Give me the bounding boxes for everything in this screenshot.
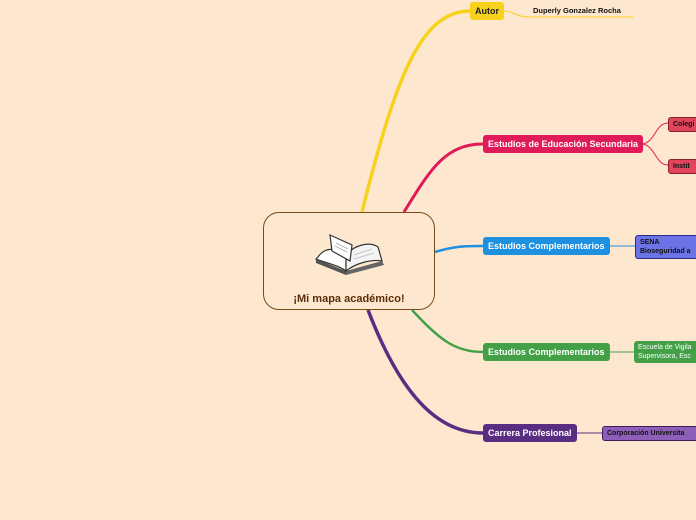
branch-secundaria[interactable]: Estudios de Educación Secundaria (483, 135, 644, 153)
branch-carrera[interactable]: Carrera Profesional (483, 424, 577, 442)
branch-autor-label: Autor (475, 6, 499, 16)
connector-autor-child (502, 10, 633, 18)
complementarios-2-child[interactable]: Escuela de Vigila Supervisora, Esc (634, 341, 696, 363)
carrera-child[interactable]: Corporación Universita (602, 426, 696, 441)
connector-secundaria-child-2 (640, 143, 669, 166)
branch-complementarios-1[interactable]: Estudios Complementarios (483, 237, 610, 255)
branch-autor[interactable]: Autor (470, 2, 504, 20)
connector-complementarios-2 (411, 309, 484, 354)
secundaria-child-2[interactable]: Instit (668, 159, 696, 174)
open-book-icon (314, 234, 384, 275)
branch-complementarios-1-label: Estudios Complementarios (488, 241, 605, 251)
connector-secundaria (402, 142, 484, 213)
central-topic-title: ¡Mi mapa académico! (293, 293, 405, 305)
branch-complementarios-2-label: Estudios Complementarios (488, 347, 605, 357)
branch-complementarios-2[interactable]: Estudios Complementarios (483, 343, 610, 361)
central-topic[interactable]: ¡Mi mapa académico! (263, 212, 435, 310)
connector-autor (360, 9, 471, 213)
complementarios-1-child[interactable]: SENA Bioseguridad a (635, 235, 696, 259)
connector-secundaria-child-1 (640, 122, 669, 145)
autor-child[interactable]: Duperly Gonzalez Rocha (533, 6, 621, 15)
branch-secundaria-label: Estudios de Educación Secundaria (488, 139, 639, 149)
secundaria-child-1[interactable]: Colegi (668, 117, 696, 132)
connector-complementarios-1 (434, 244, 484, 254)
branch-carrera-label: Carrera Profesional (488, 428, 572, 438)
connector-carrera (366, 309, 484, 435)
